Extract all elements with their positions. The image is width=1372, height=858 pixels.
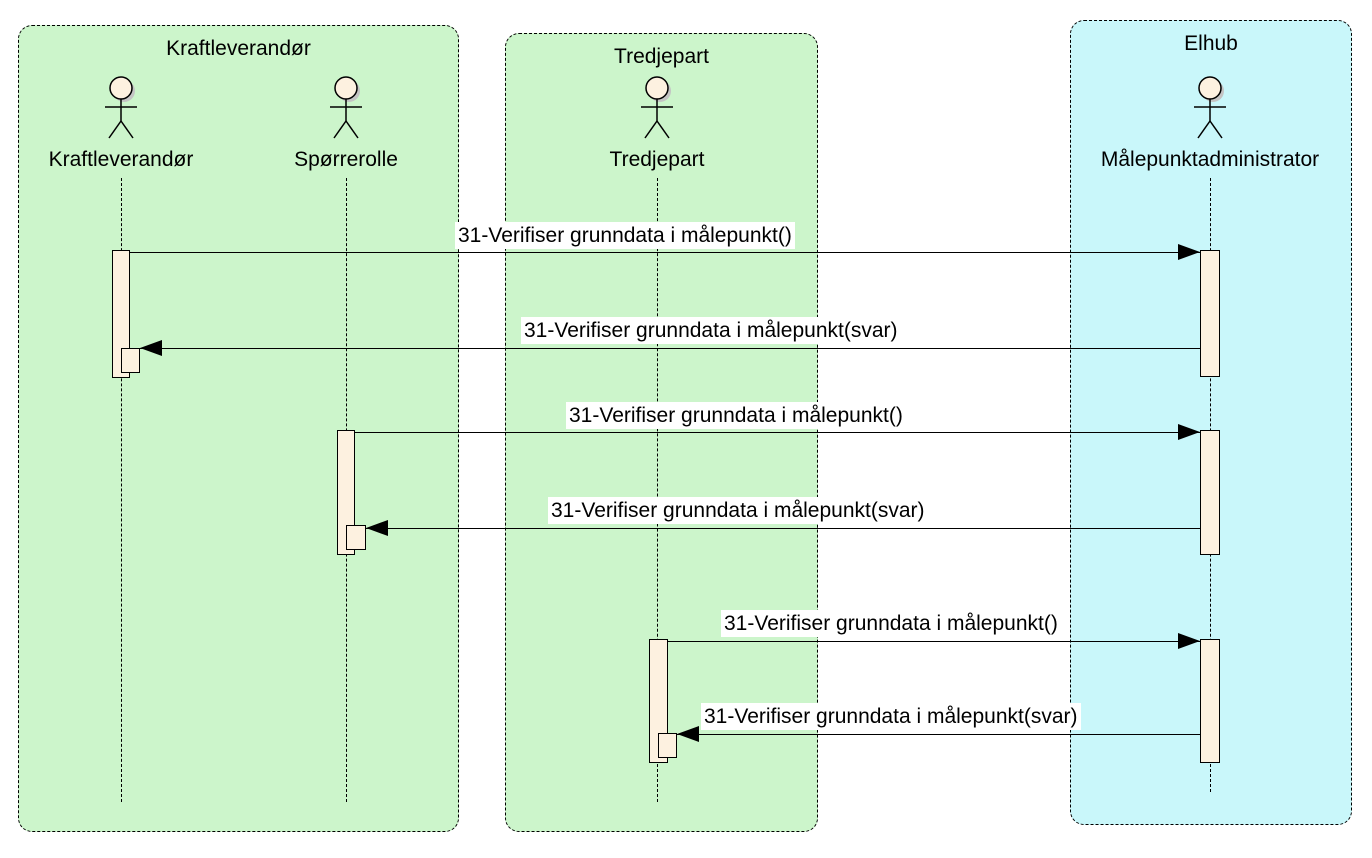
actor-label: Spørrerolle [294, 148, 398, 171]
message-line-5 [668, 641, 1200, 642]
activation-tredjepart-1-nested [658, 733, 677, 758]
arrowhead-left-icon [140, 340, 162, 356]
arrowhead-left-icon [366, 520, 388, 536]
message-line-4 [366, 528, 1200, 529]
lifeline-kraftleverandor [121, 178, 122, 802]
stick-figure-icon [1194, 76, 1226, 139]
frame-kraftleverandor: Kraftleverandør [18, 25, 459, 832]
activation-elhub-1 [1200, 250, 1220, 377]
message-line-1 [130, 252, 1200, 253]
message-label-2: 31-Verifiser grunndata i målepunkt(svar) [521, 317, 901, 344]
message-line-6 [677, 734, 1200, 735]
activation-elhub-2 [1200, 430, 1220, 555]
activation-sporrerolle-1-nested [346, 525, 366, 550]
actor-label: Kraftleverandør [48, 148, 194, 171]
message-label-1: 31-Verifiser grunndata i målepunkt() [455, 222, 795, 249]
activation-kraftleverandor-1-nested [121, 348, 140, 373]
actor-tredjepart: Tredjepart [507, 74, 807, 172]
arrowhead-right-icon [1178, 633, 1200, 649]
frame-title-kraftleverandor: Kraftleverandør [166, 37, 311, 60]
frame-title-elhub: Elhub [1184, 32, 1238, 55]
activation-tredjepart-1 [649, 639, 668, 763]
message-line-2 [140, 348, 1200, 349]
message-label-3: 31-Verifiser grunndata i målepunkt() [566, 402, 906, 429]
lifeline-tredjepart [657, 178, 658, 802]
arrowhead-right-icon [1178, 244, 1200, 260]
actor-label: Målepunktadministrator [1100, 148, 1320, 171]
actor-malepunktadministrator: Målepunktadministrator [1060, 74, 1360, 172]
activation-elhub-3 [1200, 639, 1220, 763]
frame-title-tredjepart: Tredjepart [614, 45, 709, 68]
stick-figure-icon [105, 76, 137, 139]
actor-sporrerolle: Spørrerolle [196, 74, 496, 172]
arrowhead-right-icon [1178, 424, 1200, 440]
message-line-3 [355, 432, 1200, 433]
arrowhead-left-icon [677, 726, 699, 742]
actor-label: Tredjepart [609, 148, 705, 171]
message-label-5: 31-Verifiser grunndata i målepunkt() [721, 610, 1061, 637]
activation-kraftleverandor-1 [112, 250, 130, 378]
message-label-4: 31-Verifiser grunndata i målepunkt(svar) [548, 497, 928, 524]
activation-sporrerolle-1 [337, 430, 355, 555]
stick-figure-icon [330, 76, 362, 139]
message-label-6: 31-Verifiser grunndata i målepunkt(svar) [701, 703, 1081, 730]
stick-figure-icon [641, 76, 673, 139]
actor-kraftleverandor: Kraftleverandør [0, 74, 271, 172]
